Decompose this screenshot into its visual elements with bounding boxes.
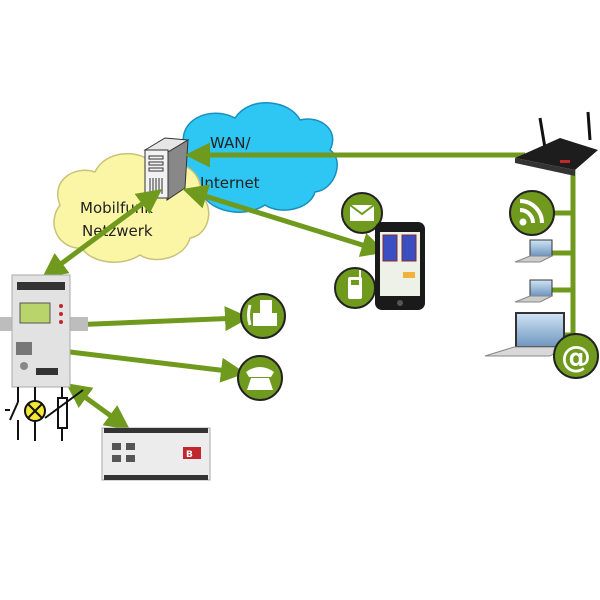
telephone-icon [237,355,283,401]
link-server-phone [182,184,387,257]
server-icon [143,137,190,201]
smartphone-icon [375,222,425,310]
internet-label-line2: Internet [200,174,260,192]
router-icon [515,111,598,176]
laptop-icon [514,239,553,263]
internet-label-line1: WAN/ [210,134,251,152]
link-gateway-controller [65,383,131,430]
rss-icon [509,190,555,236]
link-gateway-phone [69,349,246,383]
laptop-icon [484,312,567,357]
link-server-gateway [41,189,163,278]
envelope-icon [341,192,383,234]
switch-lamp-resistor-icon [5,387,84,441]
laptop-icon [514,279,553,303]
controller-brand-logo: B [186,450,193,460]
at-symbol: @ [561,340,591,375]
cellphone-icon [334,267,376,309]
link-gateway-fax [69,306,250,332]
controller-module-icon: B [101,427,211,481]
fax-icon [240,293,286,339]
links [41,142,576,430]
at-icon: @ [553,333,599,379]
gateway-device-icon [0,274,88,388]
